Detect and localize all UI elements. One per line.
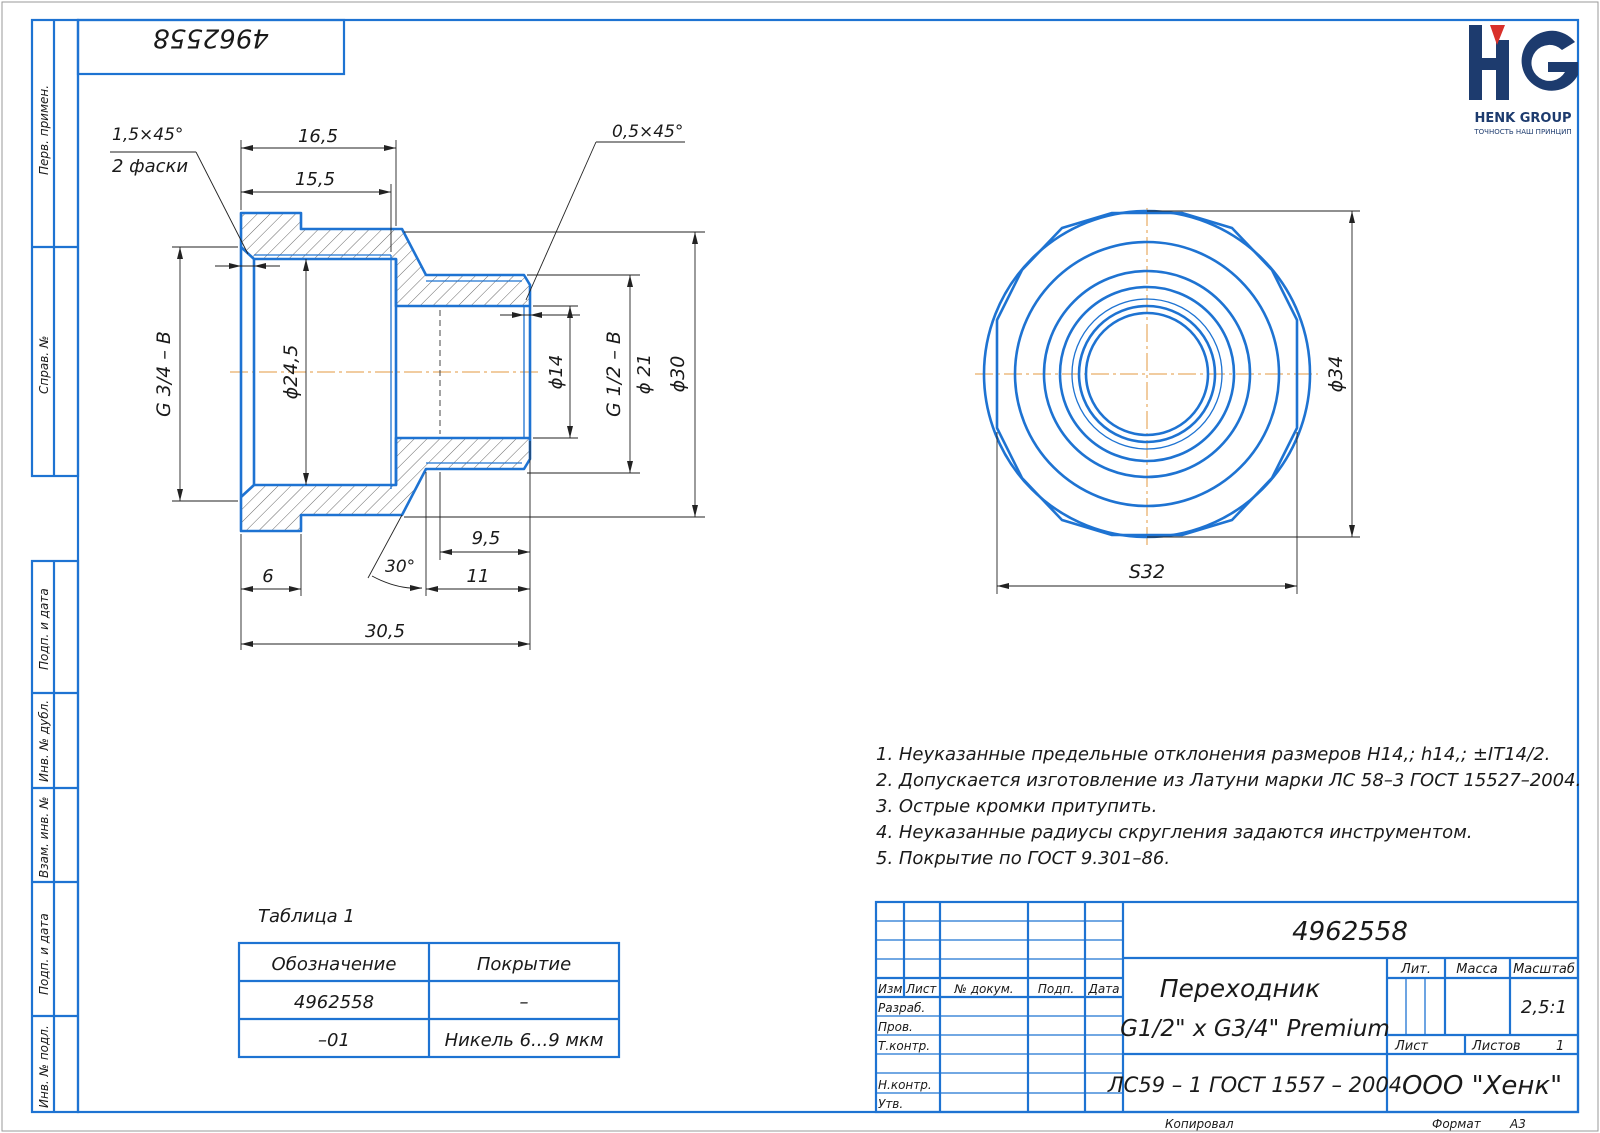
dim-angle-30: 30° — [385, 557, 415, 577]
end-circle-6 — [1071, 298, 1223, 450]
table-cell: –01 — [318, 1030, 350, 1051]
side-label-podp-data-2: Подп. и дата — [37, 913, 51, 995]
tb-col-izm: Изм — [878, 982, 902, 996]
end-circle-7 — [1084, 311, 1210, 437]
note-1: 1. Неуказанные предельные отклонения раз… — [876, 744, 1550, 765]
tb-copied-label: Копировал — [1165, 1117, 1234, 1131]
section-dimensions: 16,5 15,5 1,5×45° 2 фаски 0,5×45° G 3 — [110, 122, 705, 650]
dim-dia-34: ϕ34 — [1325, 356, 1347, 393]
tb-company: ООО "Хенк" — [1402, 1071, 1562, 1101]
note-5: 5. Покрытие по ГОСТ 9.301–86. — [876, 848, 1170, 869]
coating-table: Таблица 1 Обозначение Покрытие 4962558 –… — [237, 906, 621, 1059]
note-4: 4. Неуказанные радиусы скругления задают… — [876, 822, 1473, 843]
tb-name-line1: Переходник — [1160, 974, 1321, 1003]
hatch-bottom — [241, 438, 530, 531]
part-outline-top — [239, 211, 532, 306]
end-circle-3 — [1042, 269, 1252, 479]
dim-thread-small: G 1/2 – B — [603, 331, 625, 417]
hatch-top — [241, 213, 530, 306]
dim-len-6: 6 — [262, 566, 273, 587]
logo-mark — [1469, 25, 1578, 100]
tb-col-data: Дата — [1087, 982, 1119, 996]
tb-format-value: А3 — [1509, 1117, 1526, 1131]
tb-col-podp: Подп. — [1038, 982, 1074, 996]
tb-col-list: Лист — [905, 982, 937, 996]
table-cell: Никель 6...9 мкм — [445, 1030, 604, 1051]
doc-number-rotated: 4962558 — [153, 23, 269, 53]
tb-scale-value: 2,5:1 — [1521, 997, 1567, 1018]
side-label-perv-primen: Перв. примен. — [37, 85, 51, 175]
henk-group-logo: HENK GROUP ТОЧНОСТЬ НАШ ПРИНЦИП — [1469, 25, 1578, 136]
table-cell: 4962558 — [294, 992, 374, 1013]
end-hex — [995, 211, 1299, 537]
dim-dia-21: ϕ 21 — [634, 354, 655, 395]
end-circle-4 — [1058, 285, 1236, 463]
tb-sheets-label: Листов — [1471, 1039, 1521, 1054]
table-cell: – — [520, 992, 529, 1013]
tb-col-doc: № докум. — [953, 982, 1013, 996]
tb-role-nkontr: Н.контр. — [878, 1078, 932, 1092]
tb-format-label: Формат — [1432, 1117, 1482, 1131]
tb-mass-label: Масса — [1456, 962, 1497, 977]
technical-notes: 1. Неуказанные предельные отклонения раз… — [876, 744, 1581, 869]
tb-doc-number: 4962558 — [1292, 917, 1408, 947]
tb-role-prov: Пров. — [878, 1020, 913, 1034]
dim-dia-24-5: ϕ24,5 — [280, 345, 302, 400]
logo-slogan: ТОЧНОСТЬ НАШ ПРИНЦИП — [1473, 128, 1571, 136]
dim-len-11: 11 — [467, 566, 490, 587]
side-label-inv-podl: Инв. № подл. — [37, 1025, 51, 1108]
table-title: Таблица 1 — [258, 906, 355, 927]
title-block: Изм Лист № докум. Подп. Дата Разраб. Про… — [874, 900, 1580, 1131]
side-label-vzam-inv: Взам. инв. № — [37, 797, 51, 878]
dim-15-5: 15,5 — [295, 169, 335, 190]
note-3: 3. Острые кромки притупить. — [876, 796, 1157, 817]
dim-chamfer-right: 0,5×45° — [612, 122, 683, 142]
table-header-designation: Обозначение — [272, 954, 397, 975]
dim-chamfer-left: 1,5×45° — [112, 125, 183, 145]
section-view: 16,5 15,5 1,5×45° 2 фаски 0,5×45° G 3 — [110, 122, 705, 650]
tb-role-utv: Утв. — [878, 1097, 903, 1111]
dim-hex-s32: S32 — [1129, 561, 1165, 583]
logo-name: HENK GROUP — [1474, 111, 1571, 126]
tb-left-rows — [876, 920, 1123, 1094]
dim-16-5: 16,5 — [298, 126, 338, 147]
end-view: ϕ34 S32 — [975, 208, 1360, 594]
dim-len-9-5: 9,5 — [472, 528, 501, 549]
tb-col-headers: Изм Лист № докум. Подп. Дата — [878, 982, 1120, 996]
tb-lit-label: Лит. — [1400, 962, 1431, 977]
dim-len-30-5: 30,5 — [365, 621, 405, 642]
side-label-inv-dubl: Инв. № дубл. — [37, 700, 51, 782]
end-circle-2 — [1013, 240, 1281, 508]
tb-name-line2: G1/2" x G3/4" Premium — [1120, 1016, 1390, 1042]
tb-scale-label: Масштаб — [1513, 962, 1575, 977]
tb-roles: Разраб. Пров. Т.контр. Н.контр. Утв. — [878, 1001, 932, 1111]
end-circle-5 — [1077, 304, 1217, 444]
dim-thread-big: G 3/4 – B — [153, 331, 175, 417]
tb-material: ЛС59 – 1 ГОСТ 1557 – 2004 — [1107, 1073, 1402, 1097]
dim-chamfer-left-note: 2 фаски — [112, 156, 188, 177]
side-labels: Перв. примен. Справ. № Подп. и дата Инв.… — [37, 85, 51, 1108]
tb-sheets-value: 1 — [1556, 1039, 1564, 1054]
tb-role-razrab: Разраб. — [878, 1001, 925, 1015]
dim-dia-30: ϕ30 — [667, 356, 689, 393]
dim-dia-14: ϕ14 — [546, 355, 567, 390]
tb-sheet-label: Лист — [1394, 1039, 1428, 1054]
side-label-sprav: Справ. № — [37, 336, 51, 394]
table-header-coating: Покрытие — [477, 954, 571, 975]
side-label-podp-data-1: Подп. и дата — [37, 588, 51, 670]
tb-role-tkontr: Т.контр. — [878, 1039, 930, 1053]
note-2: 2. Допускается изготовление из Латуни ма… — [876, 770, 1581, 791]
